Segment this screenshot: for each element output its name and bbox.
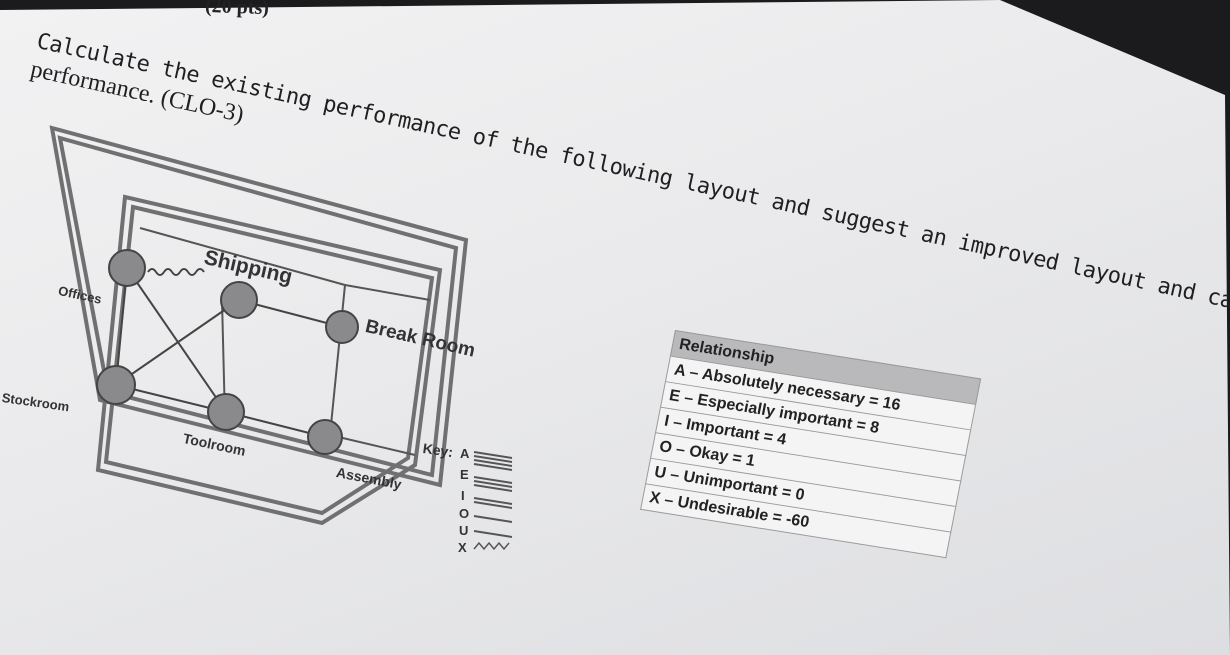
key-code-a: A <box>460 446 470 461</box>
key-code-i: I <box>461 488 465 503</box>
lower-wall <box>95 194 443 526</box>
key-code-e: E <box>460 467 469 482</box>
layout-diagram <box>49 125 513 551</box>
relationship-lines <box>115 267 343 438</box>
department-nodes <box>96 249 359 455</box>
key-code-o: O <box>459 506 470 521</box>
key-code-u: U <box>459 523 469 538</box>
key-lines <box>473 451 513 551</box>
outer-wall <box>49 125 469 488</box>
key-code-x: X <box>458 540 467 555</box>
